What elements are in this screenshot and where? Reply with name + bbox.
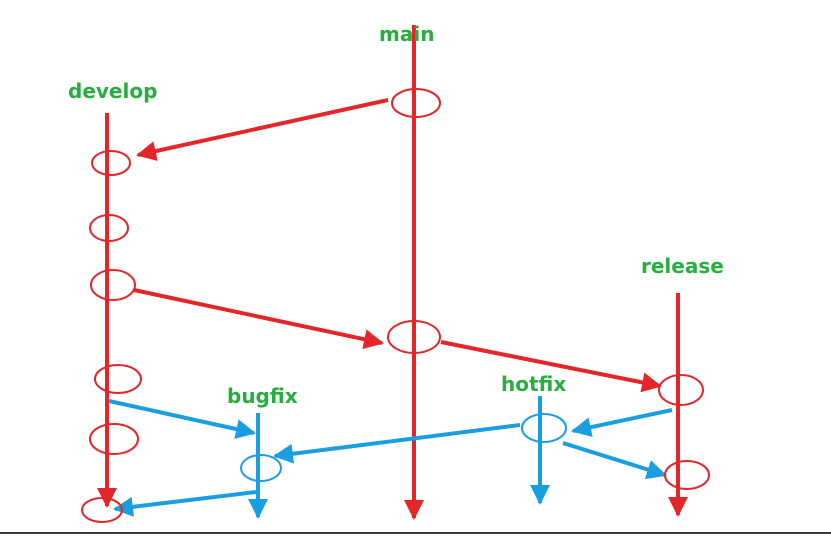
develop-commit-node-2 (89, 214, 129, 242)
release-label: release (641, 254, 724, 278)
develop-label: develop (68, 79, 158, 103)
main-label: main (379, 22, 435, 46)
release-to-hotfix-arrow (571, 408, 673, 438)
main-commit-node-2 (387, 320, 441, 354)
release-commit-node-1 (658, 374, 704, 406)
develop-commit-node-6 (81, 497, 123, 523)
develop-commit-node-4 (94, 364, 142, 394)
develop-commit-node-1 (91, 150, 131, 176)
bugfix-to-develop-arrow (113, 490, 257, 517)
bottom-divider (0, 532, 831, 534)
bugfix-commit-node (240, 454, 282, 482)
hotfix-commit-node (521, 413, 567, 443)
hotfix-label: hotfix (501, 372, 567, 396)
hotfix-to-release-arrow (562, 441, 667, 480)
main-commit-node-1 (391, 88, 441, 118)
bugfix-label: bugfix (227, 384, 298, 408)
develop-commit-node-3 (90, 269, 136, 301)
main-to-develop-arrow (136, 98, 389, 161)
main-to-release-arrow (440, 340, 662, 393)
develop-commit-node-5 (89, 423, 139, 455)
develop-to-bugfix-arrow (108, 399, 256, 439)
develop-to-main-arrow (133, 288, 384, 350)
hotfix-to-bugfix-arrow (273, 423, 521, 464)
release-commit-node-2 (664, 460, 710, 490)
